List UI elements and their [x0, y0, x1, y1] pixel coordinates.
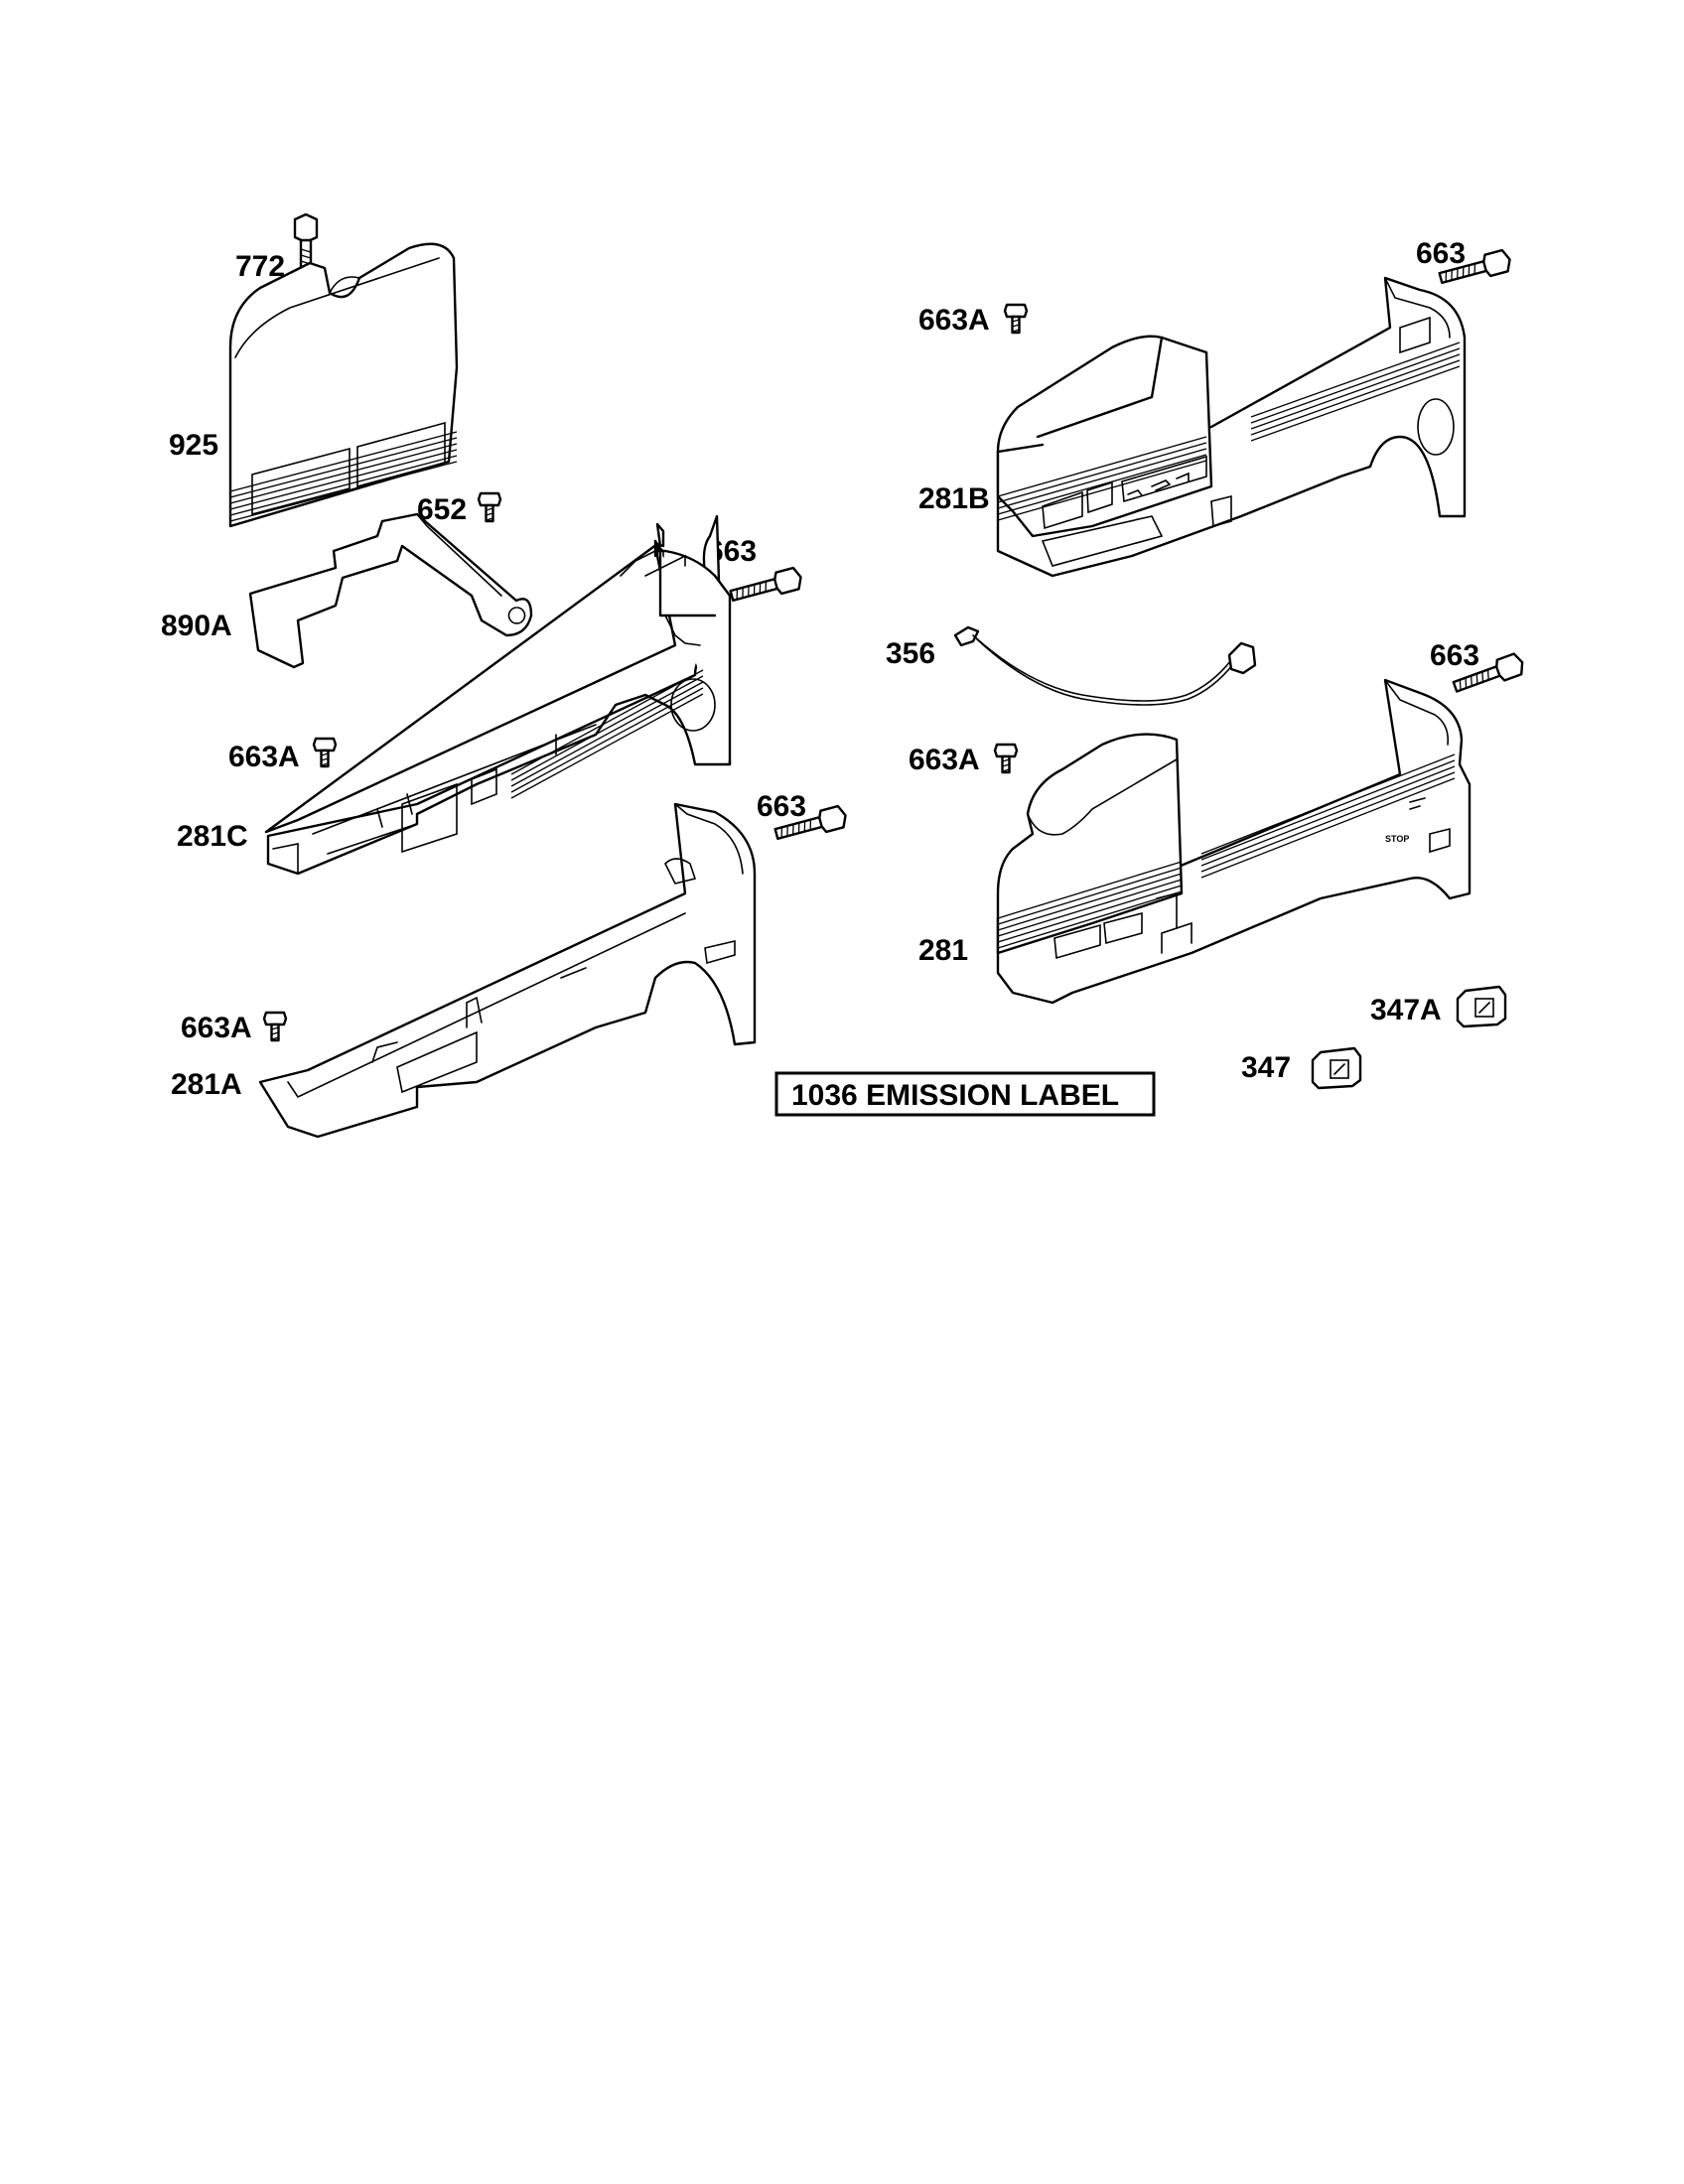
label-347: 347	[1241, 1051, 1291, 1084]
switch-347A[interactable]	[1456, 985, 1507, 1028]
label-663A-low: 663A	[181, 1012, 252, 1044]
shroud-281[interactable]: STOP	[996, 678, 1472, 1005]
label-663-top-right: 663	[1416, 237, 1466, 270]
screw-663A-low[interactable]	[262, 1011, 288, 1042]
label-925: 925	[169, 429, 218, 462]
bracket-890A[interactable]	[248, 512, 533, 669]
label-772: 772	[235, 250, 285, 283]
shroud-281C[interactable]	[264, 514, 732, 876]
label-281A: 281A	[171, 1068, 242, 1101]
label-356: 356	[886, 637, 935, 670]
switch-347[interactable]	[1311, 1046, 1362, 1090]
shroud-281A[interactable]	[258, 802, 757, 1139]
bolt-663-mid[interactable]	[727, 565, 805, 608]
label-663A-right: 663A	[909, 744, 980, 776]
stop-decal: STOP	[1385, 834, 1409, 844]
label-281: 281	[918, 934, 968, 967]
screw-663A-right[interactable]	[993, 743, 1019, 774]
label-890A: 890A	[161, 610, 232, 642]
label-281C: 281C	[177, 820, 248, 853]
emission-label-box[interactable]: 1036 EMISSION LABEL	[774, 1071, 1156, 1117]
cover-925[interactable]	[228, 242, 459, 528]
label-347A: 347A	[1370, 994, 1442, 1026]
label-281B: 281B	[918, 482, 990, 515]
emission-label-text: 1036 EMISSION LABEL	[791, 1079, 1119, 1112]
label-663-right: 663	[1430, 639, 1479, 672]
screw-663A-mid[interactable]	[312, 737, 338, 768]
shroud-281B[interactable]	[996, 276, 1467, 578]
label-663-low: 663	[757, 790, 806, 823]
screw-663A-top-right[interactable]	[1003, 303, 1029, 335]
label-663A-top-right: 663A	[918, 304, 990, 337]
label-663A-mid: 663A	[228, 741, 300, 773]
screw-652[interactable]	[477, 491, 502, 523]
wire-356[interactable]	[953, 625, 1257, 706]
